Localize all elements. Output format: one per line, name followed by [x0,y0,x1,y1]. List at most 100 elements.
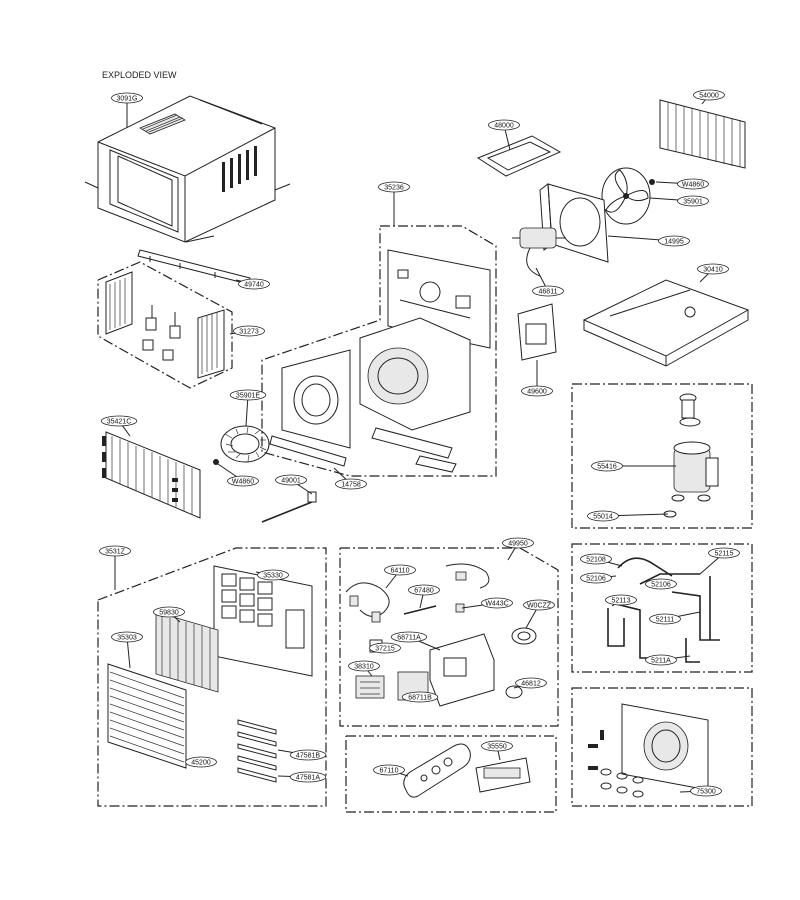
axial-fan-drawing [601,167,655,225]
compressor-drawing [663,393,719,518]
callout-oval [649,613,681,625]
callout-oval [645,654,677,666]
part-number-label: 47581B [296,752,320,759]
part-number-label: 52113 [612,597,631,604]
part-number-label: 45200 [191,759,211,766]
callout-oval [373,764,405,776]
callout-oval [257,569,289,581]
compressor-box [571,383,753,529]
callout-oval [390,631,428,643]
callout-oval [532,285,564,297]
callout-oval [408,584,440,596]
part-callout: 49950 [502,537,534,561]
part-callout: 52113 [605,594,637,607]
part-callout: 47581A [277,771,327,783]
part-callout: 35330 [255,569,289,581]
callout-oval [229,389,267,401]
callout-oval [100,415,138,427]
electrical-box [339,547,559,727]
callout-oval [605,594,637,606]
callout-oval [99,545,131,557]
part-callout: 49600 [521,360,553,397]
part-number-label: 64110 [391,567,410,574]
base-pan-drawing [582,279,750,367]
part-callout: 35236 [378,181,410,226]
top-bracket-drawing [137,249,251,285]
part-number-label: 52108 [586,556,606,563]
part-number-label: 55416 [597,463,617,470]
front-grille-box [97,547,327,807]
part-number-label: 30410 [703,266,723,273]
part-number-label: 5211A [651,657,671,664]
part-number-label: 35421C [107,418,132,425]
part-number-label: 68711B [408,694,432,701]
part-callout: 52108 [580,553,623,567]
sensor-drawing [261,491,317,523]
part-callout: 46812 [513,677,547,689]
evaporator-drawing [588,703,709,798]
part-callout: 48000 [488,119,520,151]
blower-wheel-drawing [213,425,270,465]
part-callout: 68711A [390,631,441,651]
part-callout: 31273 [229,325,265,337]
display-panel-drawing [475,757,531,793]
part-callout: 35901E [229,389,267,427]
callout-oval [580,553,612,565]
part-callout: W443C [461,597,513,609]
callout-oval [111,631,143,643]
part-callout: 38310 [348,660,380,677]
part-number-label: 54000 [699,92,719,99]
evaporator-box [571,687,753,807]
callout-oval [401,691,439,703]
refrigerant-pipes-drawing [607,557,720,663]
part-number-label: W4860 [682,181,704,188]
part-number-label: 35303 [117,634,137,641]
part-callout: 55416 [591,460,676,472]
callout-oval [275,474,307,486]
part-callout: 64110 [384,564,416,589]
base-pan-group-drawing [261,225,497,477]
part-number-label: 35236 [384,184,404,191]
callout-oval [185,756,217,768]
part-callout: 37215 [369,642,401,654]
remote-box [345,735,557,813]
part-number-label: 38310 [354,663,374,670]
part-number-label: 59830 [159,609,179,616]
part-number-label: 68711A [397,634,421,641]
part-callout: W4860 [217,463,259,487]
part-callout: 35303 [111,631,143,669]
part-number-label: 37215 [375,645,395,652]
part-callout: 52106 [580,572,617,584]
fan-motor-drawing [512,227,566,277]
control-box-drawing [429,633,495,707]
callout-oval [378,181,410,193]
part-number-label: 14758 [341,481,361,488]
callout-oval [289,771,327,783]
callout-oval [587,510,619,522]
part-number-label: 35901 [683,198,703,205]
side-curtain-drawing [97,261,233,389]
callout-oval [677,195,709,207]
part-number-label: 75300 [696,788,716,795]
part-callout: 14995 [607,235,690,247]
part-callout: 3091G [111,92,143,128]
part-callout: 30410 [697,263,729,283]
part-number-label: 52115 [715,550,734,557]
part-number-label: 67480 [414,587,434,594]
callout-oval [289,749,327,761]
part-callout: 47581B [277,749,327,761]
part-number-label: 35550 [487,743,507,750]
part-number-label: 47581A [296,774,320,781]
callout-oval [111,92,143,104]
callout-oval [233,325,265,337]
part-number-label: 31273 [239,328,259,335]
part-callout: 45200 [185,756,217,768]
callout-oval [693,89,725,101]
part-number-label: 49740 [244,281,264,288]
part-callout: 55014 [587,510,669,522]
cabinet-drawing [84,95,291,243]
part-number-label: W443C [485,600,508,607]
cover-plate-drawing [476,135,562,177]
